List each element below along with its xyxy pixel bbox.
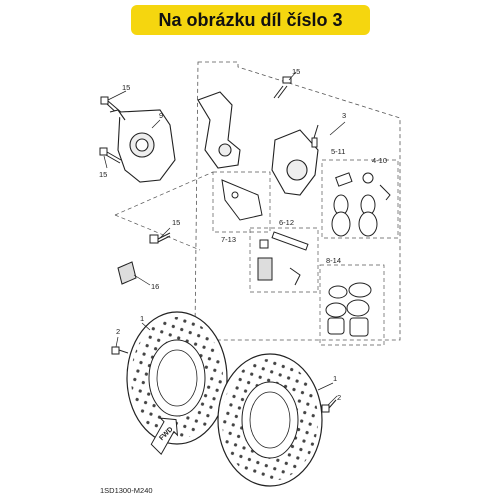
disc-screw-left [111,346,129,355]
callout-7-13: 7-13 [221,235,236,244]
callout-1-right: 1 [333,374,337,383]
title-banner: Na obrázku díl číslo 3 [131,5,370,35]
pad-pin-kit [257,231,309,286]
callout-4-10: 4-10 [372,156,387,165]
bolt-15-top [273,76,292,99]
brake-disc-left [126,311,228,445]
callout-3: 3 [342,111,346,120]
seal-kit-parts [331,172,391,237]
clip-16 [117,261,137,285]
leader-lines [103,71,346,406]
kit-box-4-10 [321,159,399,239]
bleed-screw [311,124,319,148]
caliper-bracket [109,109,176,183]
callout-6-12: 6-12 [279,218,294,227]
bolt-15-left-low [99,147,122,164]
assembly-leader-left-low [114,214,201,251]
callout-5-11: 5-11 [331,147,345,156]
kit-box-7-13 [212,171,271,233]
title-banner-text: Na obrázku díl číslo 3 [158,9,343,30]
kit-box-8-14 [319,264,385,346]
callout-2-left: 2 [116,327,120,336]
callout-9: 9 [159,111,163,120]
disc-screw-right [321,399,337,413]
callout-8-14: 8-14 [326,256,341,265]
diagram-code: 1SD1300-M240 [100,486,153,495]
assembly-leader-left [114,171,214,216]
callout-15-mid: 15 [172,218,180,227]
caliper-body [197,91,319,196]
kit-box-6-12 [249,227,319,293]
callout-1-left: 1 [140,314,144,323]
callout-15-left: 15 [122,83,130,92]
assembly-outline [194,61,401,341]
pad-spring [221,179,263,221]
fwd-arrow-icon: FWD [150,417,179,456]
brake-disc-right [217,353,323,487]
callout-2-right: 2 [337,393,341,402]
piston-kit [325,282,372,337]
callout-15-top: 15 [292,67,300,76]
callout-16: 16 [151,282,159,291]
callout-15-left-low: 15 [99,170,107,179]
